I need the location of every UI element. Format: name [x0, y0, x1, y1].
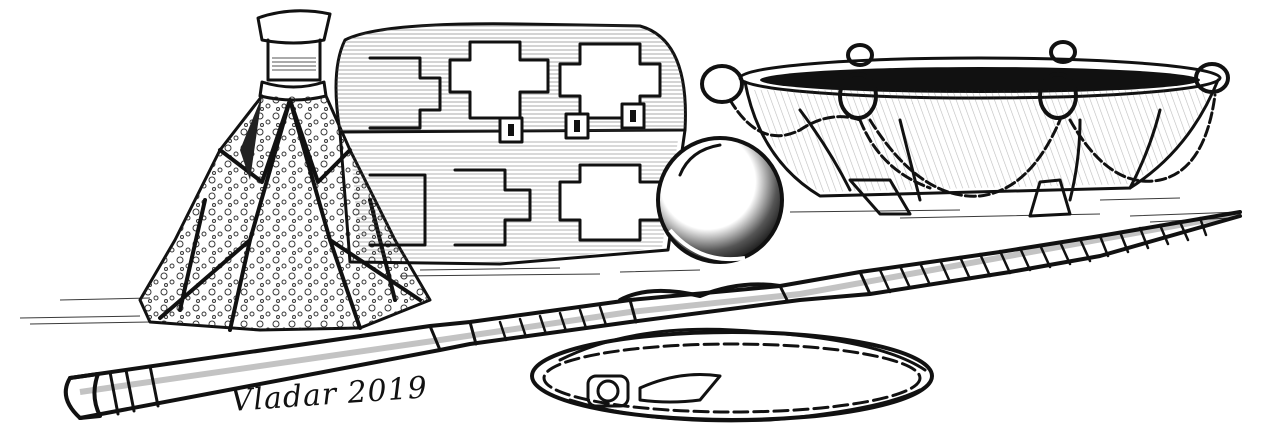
bowl-chains	[728, 93, 1217, 198]
ground-shadow-strokes	[19, 197, 1241, 325]
hanging-bowl	[700, 40, 1230, 218]
crystal-orb	[656, 136, 784, 264]
twisted-staff	[63, 210, 1242, 420]
treasure-chest	[334, 22, 687, 266]
staff-twist-bands	[498, 216, 1208, 342]
coiled-whip	[530, 327, 934, 423]
